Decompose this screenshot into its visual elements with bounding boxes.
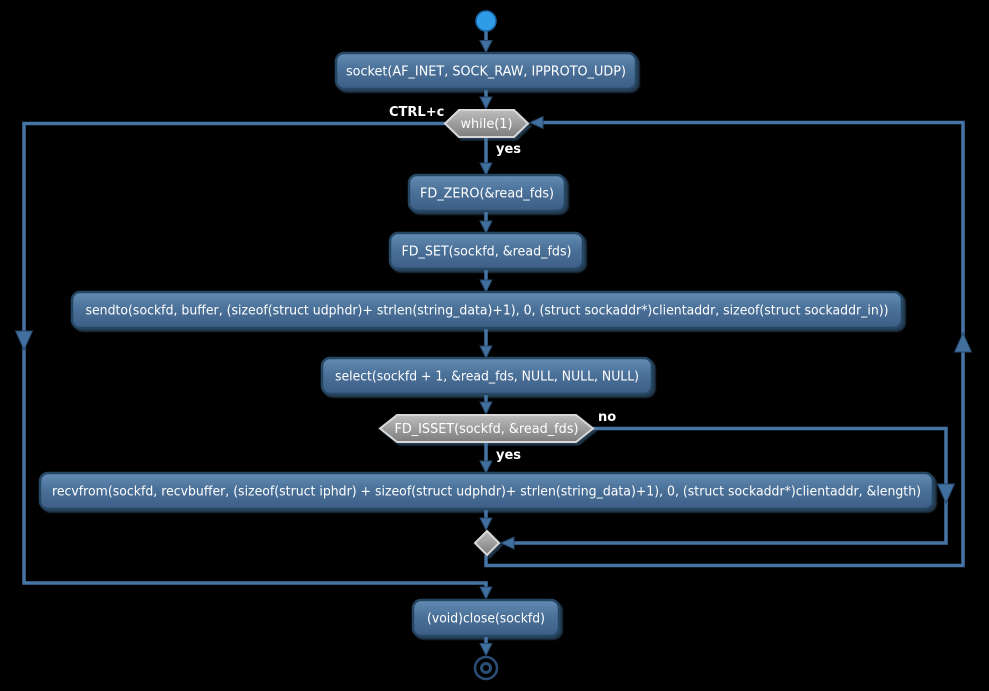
activity-sendto-label: sendto(sockfd, buffer, (sizeof(struct ud… xyxy=(86,304,889,319)
arrow-down-icon xyxy=(479,162,493,177)
edge-recvfrom-merge xyxy=(479,509,493,532)
arrow-down-icon xyxy=(14,330,34,352)
activity-socket-label: socket(AF_INET, SOCK_RAW, IPPROTO_UDP) xyxy=(346,65,626,80)
activity-fdzero: FD_ZERO(&read_fds) xyxy=(407,173,567,213)
arrow-left-icon xyxy=(528,115,544,130)
edge-start-socket xyxy=(479,31,493,54)
edge-fdisset-recvfrom xyxy=(479,442,493,475)
activity-close-label: (void)close(sockfd) xyxy=(427,612,545,627)
arrow-down-icon xyxy=(479,401,493,416)
label-isset-no: no xyxy=(598,410,616,425)
decision-while: while(1) xyxy=(443,109,530,138)
arrow-up-icon xyxy=(953,331,973,353)
label-ctrl-c: CTRL+c xyxy=(389,105,444,120)
activity-fdset-label: FD_SET(sockfd, &read_fds) xyxy=(402,245,572,260)
activity-recvfrom-label: recvfrom(sockfd, recvbuffer, (sizeof(str… xyxy=(52,485,921,500)
arrow-down-icon xyxy=(479,517,493,532)
activity-close: (void)close(sockfd) xyxy=(411,598,561,638)
edge-loop-back xyxy=(484,115,973,568)
label-while-yes: yes xyxy=(496,142,521,157)
arrow-down-icon xyxy=(479,460,493,475)
arrow-down-icon xyxy=(479,345,493,360)
edge-socket-while xyxy=(479,89,493,111)
activity-select: select(sockfd + 1, &read_fds, NULL, NULL… xyxy=(320,356,654,396)
decision-fdisset-label: FD_ISSET(sockfd, &read_fds) xyxy=(395,422,579,437)
arrow-down-icon xyxy=(479,279,493,294)
arrow-down-icon xyxy=(479,96,493,111)
end-node xyxy=(473,655,499,681)
decision-fdisset: FD_ISSET(sockfd, &read_fds) xyxy=(378,414,595,443)
start-node xyxy=(475,10,497,32)
edge-fdset-sendto xyxy=(479,269,493,294)
activity-socket: socket(AF_INET, SOCK_RAW, IPPROTO_UDP) xyxy=(334,51,638,91)
activity-recvfrom: recvfrom(sockfd, recvbuffer, (sizeof(str… xyxy=(38,471,935,511)
edge-close-end xyxy=(479,636,493,657)
edges xyxy=(14,31,973,657)
arrow-down-icon xyxy=(479,220,493,235)
edge-fdisset-no-bypass xyxy=(499,426,956,550)
edge-select-fdisset xyxy=(479,394,493,416)
merge-diamond xyxy=(473,529,501,557)
activity-select-label: select(sockfd + 1, &read_fds, NULL, NULL… xyxy=(335,370,639,385)
edge-sendto-select xyxy=(479,328,493,360)
decision-while-label: while(1) xyxy=(461,117,513,132)
arrow-left-icon xyxy=(499,536,515,550)
activity-sendto: sendto(sockfd, buffer, (sizeof(struct ud… xyxy=(70,290,904,330)
arrow-down-icon xyxy=(936,483,956,505)
activity-fdset: FD_SET(sockfd, &read_fds) xyxy=(388,231,585,271)
arrow-down-icon xyxy=(479,40,493,54)
label-isset-yes: yes xyxy=(496,448,521,463)
arrow-down-icon xyxy=(479,643,493,657)
edge-while-fdzero xyxy=(479,137,493,177)
activity-fdzero-label: FD_ZERO(&read_fds) xyxy=(420,187,554,202)
edge-fdzero-fdset xyxy=(479,211,493,235)
edge-loop-exit-close xyxy=(14,121,493,601)
edge-labels: CTRL+c yes no yes xyxy=(389,105,616,463)
arrow-down-icon xyxy=(479,586,493,601)
nodes: socket(AF_INET, SOCK_RAW, IPPROTO_UDP) w… xyxy=(38,10,935,681)
